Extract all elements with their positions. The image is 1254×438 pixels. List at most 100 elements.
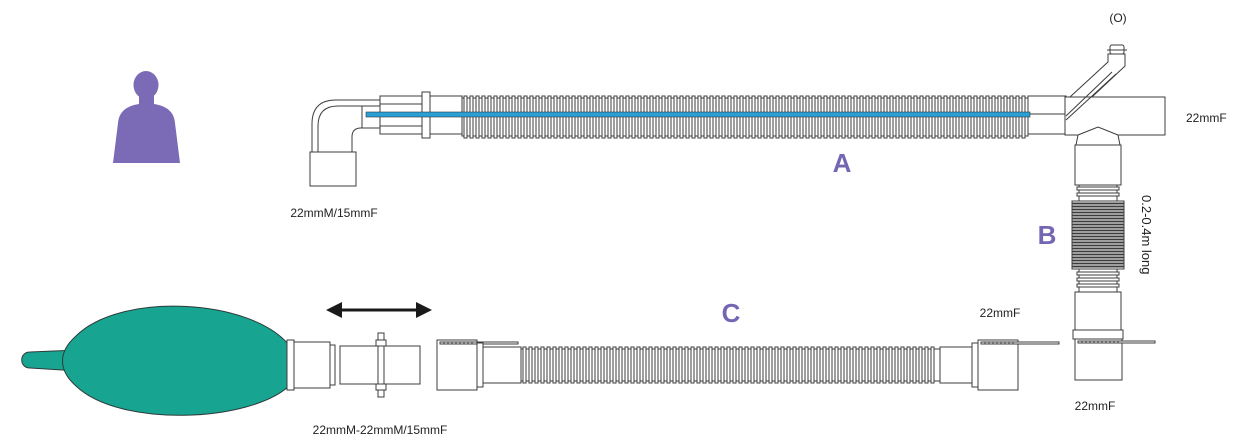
tube-b-end-connector <box>1074 338 1123 381</box>
patient-icon <box>113 71 180 163</box>
tube-c-left-sleeve <box>482 346 522 384</box>
tube-b-rib <box>1071 224 1125 228</box>
tube-c-end-label: 22mmF <box>980 306 1021 320</box>
tube-c-right-ribbed-cuff <box>977 339 1019 391</box>
tube-c-rib <box>822 346 827 384</box>
tube-c-left-cuff-ribbing <box>439 341 519 345</box>
tube-b-rib <box>1071 242 1125 246</box>
tube-b-rib <box>1071 206 1125 210</box>
tube-b-rib <box>1076 192 1120 197</box>
tube-b-rib <box>1076 283 1120 288</box>
tube-c-rib <box>588 346 593 384</box>
bag-neck-ring <box>286 339 295 391</box>
tube-c-rib <box>876 346 881 384</box>
tube-c-rib <box>888 346 893 384</box>
tube-b-rib <box>1071 218 1125 222</box>
tube-b-rib <box>1076 277 1120 282</box>
tube-c-rib <box>846 346 851 384</box>
tube-b-rib <box>1071 212 1125 216</box>
tube-c-rib <box>564 346 569 384</box>
tube-c-rib <box>678 346 683 384</box>
tube-b-rib <box>1071 227 1125 231</box>
tube-c-rib <box>642 346 647 384</box>
tube-c-rib <box>522 346 527 384</box>
tube-c-rib <box>720 346 725 384</box>
tube-b-rib <box>1071 251 1125 255</box>
tube-c-rib <box>804 346 809 384</box>
adapter-flange-tab <box>375 383 387 391</box>
tube-b-length-label: 0.2-0.4m long <box>1139 195 1154 275</box>
adapter-left-barrel <box>339 345 379 385</box>
tube-c-rib <box>732 346 737 384</box>
tube-b-rib <box>1071 245 1125 249</box>
tube-c-rib <box>816 346 821 384</box>
tube-b-corrugation <box>1071 186 1125 288</box>
tube-c-rib <box>924 346 929 384</box>
tube-c-rib <box>786 346 791 384</box>
tube-c-rib <box>756 346 761 384</box>
tube-c-rib <box>864 346 869 384</box>
tube-c-rib <box>918 346 923 384</box>
patient-head <box>133 71 159 99</box>
tube-c-rib <box>606 346 611 384</box>
tube-c-rib <box>840 346 845 384</box>
tube-c-rib <box>870 346 875 384</box>
tube-b-rib <box>1071 260 1125 264</box>
tube-c-rib <box>714 346 719 384</box>
tube-b-end-label: 22mmF <box>1075 399 1116 413</box>
tube-c-rib <box>558 346 563 384</box>
tube-c-letter: C <box>722 298 741 328</box>
tube-b-rib <box>1071 230 1125 234</box>
elbow-patient-port <box>309 151 357 187</box>
tube-b-bottom-cuff <box>1074 291 1122 331</box>
tube-b-rib <box>1071 200 1125 204</box>
arrow-head-right <box>416 302 432 318</box>
tube-b-rib <box>1071 221 1125 225</box>
tube-c-rib <box>750 346 755 384</box>
adapter-flange-tab <box>375 339 387 347</box>
tube-c-rib <box>690 346 695 384</box>
tube-b-letter: B <box>1038 220 1057 250</box>
tube-c-right-cuff-ribbing <box>980 341 1060 345</box>
tube-c-rib <box>738 346 743 384</box>
t-piece-inner-line <box>1065 71 1113 117</box>
bag-body <box>62 305 290 416</box>
tube-c-rib <box>624 346 629 384</box>
bag-neck-connector <box>293 341 331 389</box>
tube-c-rib <box>762 346 767 384</box>
tube-c-rib <box>798 346 803 384</box>
tube-b-rib <box>1071 248 1125 252</box>
tube-c-cuff-rib <box>1012 341 1060 345</box>
tube-c-rib <box>744 346 749 384</box>
elbow-inner-curve <box>317 105 382 152</box>
tube-c-rib <box>666 346 671 384</box>
tube-b-rib <box>1071 209 1125 213</box>
tube-c-rib <box>630 346 635 384</box>
tube-c-assembly <box>436 339 1060 391</box>
bag-adapter <box>339 332 421 398</box>
tube-b-ring <box>1072 329 1124 340</box>
tube-c-rib <box>612 346 617 384</box>
tube-c-corrugation <box>522 346 935 384</box>
tube-b-rib <box>1076 271 1120 276</box>
tube-b-rib <box>1071 233 1125 237</box>
tube-a-right-sleeve <box>1027 95 1067 135</box>
tube-c-rib <box>768 346 773 384</box>
tube-a-inner-line <box>365 111 1031 118</box>
t-piece <box>1064 44 1166 146</box>
tube-c-rib <box>930 346 935 384</box>
tube-c-rib <box>696 346 701 384</box>
tube-c-rib <box>828 346 833 384</box>
tube-c-rib <box>660 346 665 384</box>
tube-c-rib <box>600 346 605 384</box>
tube-b-rib <box>1071 263 1125 267</box>
tube-c-rib <box>852 346 857 384</box>
tube-b-top-cuff <box>1074 144 1122 186</box>
tube-c-rib <box>792 346 797 384</box>
tube-b-rib <box>1071 266 1125 270</box>
tube-c-rib <box>834 346 839 384</box>
tube-c-rib <box>636 346 641 384</box>
patient-body <box>113 96 180 163</box>
tube-c-rib <box>552 346 557 384</box>
